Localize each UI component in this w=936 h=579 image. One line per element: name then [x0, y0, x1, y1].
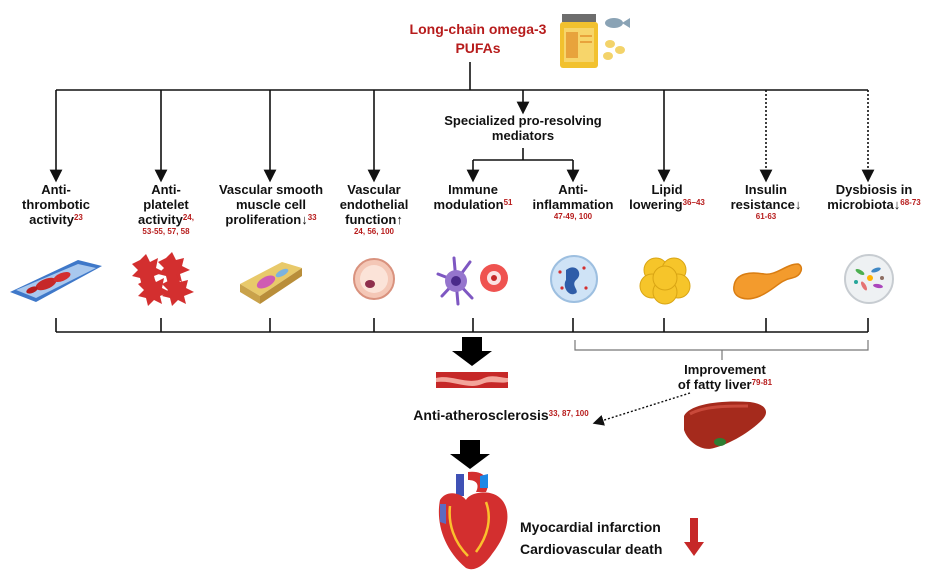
label-fatty-liver: Improvement of fatty liver79-81 [677, 362, 773, 392]
smooth-muscle-cell-icon [236, 256, 306, 308]
platelets-icon [126, 250, 196, 310]
heart-icon [426, 470, 516, 574]
label-dysbiosis: Dysbiosis in microbiota↓68-73 [827, 182, 921, 212]
outcomes-text: Myocardial infarction Cardiovascular dea… [520, 519, 663, 557]
label-antiplatelet: Anti- platelet activity24, 53-55, 57, 58 [138, 182, 194, 236]
label-atherosclerosis: Anti-atherosclerosis33, 87, 100 [413, 407, 589, 423]
neutrophil-icon [548, 252, 600, 306]
label-immune: Immune modulation51 [433, 182, 513, 212]
immune-cells-icon [434, 254, 516, 308]
title-omega3-pufas: Long-chain omega-3 PUFAs [409, 21, 547, 56]
label-endothelial: Vascular endothelial function↑ 24, 56, 1… [339, 182, 409, 236]
liver-icon [680, 398, 772, 454]
fatty-liver-bracket [574, 340, 869, 351]
blood-vessel-thrombus-icon [8, 252, 104, 308]
label-antithrombotic: Anti- thrombotic activity23 [22, 182, 90, 227]
liver-to-atherosclerosis-arrow [592, 392, 691, 426]
label-insulin: Insulin resistance↓ 61-63 [730, 182, 802, 221]
supplement-bottle-fish-icon [556, 10, 636, 70]
down-arrow-to-atherosclerosis [452, 337, 492, 366]
endothelial-cell-icon [352, 254, 396, 304]
lipid-droplets-icon [638, 252, 692, 306]
label-vsmc: Vascular smooth muscle cell proliferatio… [218, 182, 324, 227]
spm-label: Specialized pro-resolving mediators [444, 113, 602, 143]
down-arrow-to-heart [450, 440, 490, 469]
pancreas-icon [730, 256, 804, 306]
label-antiinflammation: Anti- inflammation 47-49, 100 [532, 182, 614, 221]
label-lipid: Lipid lowering36–43 [629, 182, 705, 212]
red-down-arrow-icon [684, 518, 704, 556]
artery-icon [432, 368, 512, 392]
microbiota-petri-dish-icon [842, 252, 896, 306]
